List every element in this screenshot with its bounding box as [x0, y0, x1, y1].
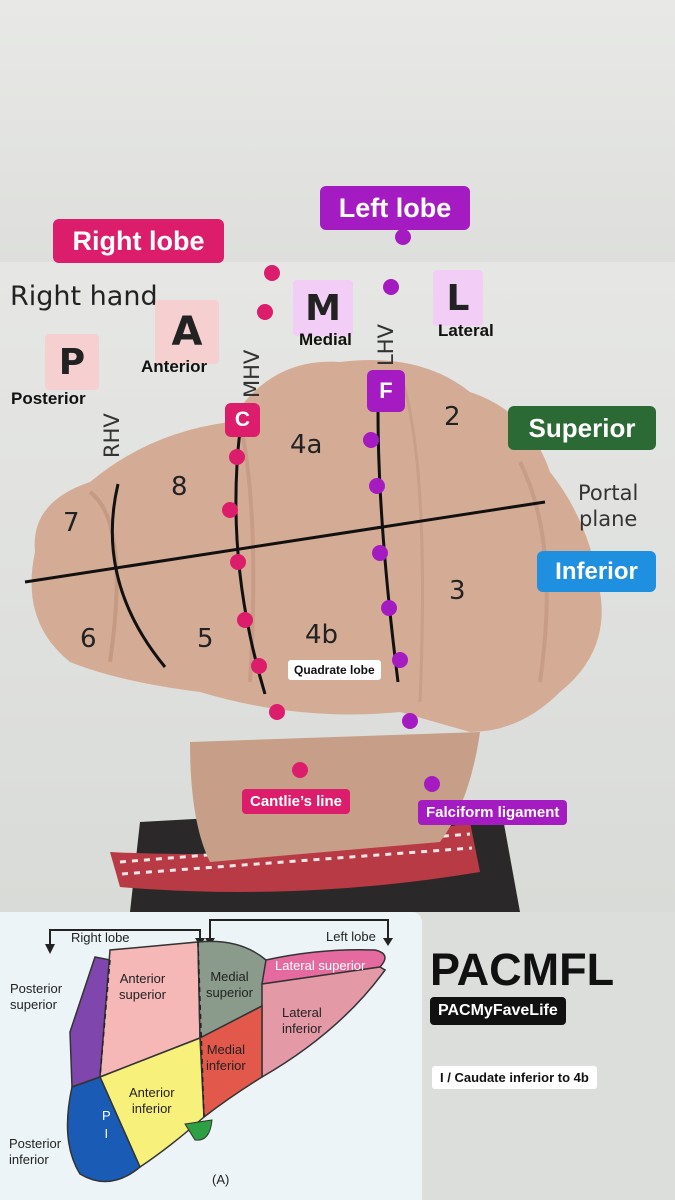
cantlie-c-marker: C: [225, 403, 260, 437]
diagram-left-lobe: Left lobe: [326, 929, 376, 944]
fist: [31, 360, 602, 732]
superior-label: Superior: [508, 406, 656, 450]
falciform-ligament-label: Falciform ligament: [418, 800, 568, 825]
diagram-anterior-inferior: Anterior inferior: [129, 1085, 175, 1116]
dash-line-1: [99, 959, 111, 1078]
dash-line-2: [197, 941, 205, 1118]
mnemonic-title: PACMFL: [430, 944, 615, 995]
diagram-medial-superior: Medial superior: [206, 969, 253, 1000]
lateral-caption: Lateral: [438, 321, 494, 340]
segment-4a: 4a: [290, 430, 323, 460]
lhv-label: LHV: [374, 324, 398, 366]
lateral-superior-region: [261, 948, 386, 985]
cantlies-line-label: Cantlie’s line: [242, 789, 350, 814]
diagram-figure-label: (A): [212, 1172, 230, 1187]
portal-plane-line2: plane: [579, 507, 638, 531]
segment-8: 8: [171, 472, 188, 502]
left-lobe-bracket: [209, 919, 389, 942]
posterior-letter-box: P: [45, 334, 99, 390]
portal-plane-label: Portal plane: [578, 480, 638, 532]
posterior-caption: Posterior: [11, 389, 86, 408]
left-lobe-label: Left lobe: [320, 186, 470, 230]
falciform-ligament-dots: [363, 279, 440, 792]
diagram-posterior-superior: Posterior superior: [10, 981, 63, 1012]
segment-5: 5: [197, 624, 214, 654]
cuff-check-2: [121, 846, 473, 876]
anterior-letter-box: A: [155, 300, 219, 364]
lateral-inferior-region: [261, 966, 387, 1079]
cantlies-line-dots: [222, 265, 308, 778]
medial-caption: Medial: [299, 330, 352, 349]
falciform-f-marker: F: [367, 370, 405, 412]
segment-7: 7: [63, 508, 80, 538]
diagram-lateral-superior: Lateral superior: [275, 958, 366, 973]
diagram-anterior-superior: Anterior superior: [119, 971, 166, 1002]
diagram-medial-inferior: Medial inferior: [206, 1042, 246, 1073]
caudate-note: I / Caudate inferior to 4b: [432, 1066, 597, 1089]
liver-diagram: [45, 919, 393, 1183]
posterior-inferior-region: [66, 1076, 141, 1183]
diagram-right-lobe: Right lobe: [71, 930, 130, 945]
lateral-letter-box: L: [433, 270, 483, 326]
rhv-line: [110, 483, 167, 668]
portal-plane-line1: Portal: [578, 481, 639, 505]
knuckle-shade-4: [398, 371, 424, 703]
mhv-label: MHV: [240, 349, 264, 398]
mnemonic-subtitle: PACMyFaveLife: [430, 997, 566, 1025]
right-hand-label: Right hand: [10, 281, 158, 312]
segment-3: 3: [449, 576, 466, 606]
inferior-label: Inferior: [537, 551, 656, 592]
medial-inferior-region: [199, 1004, 263, 1119]
diagram-lateral-inferior: Lateral inferior: [282, 1005, 322, 1036]
segment-6: 6: [80, 624, 97, 654]
caudate-region: [184, 1119, 213, 1141]
left-lobe-dot: [395, 229, 411, 245]
segment-2: 2: [444, 402, 461, 432]
right-lobe-bracket: [49, 929, 201, 950]
segment-4b: 4b: [305, 620, 339, 650]
quadrate-lobe-label: Quadrate lobe: [288, 660, 381, 680]
right-lobe-label: Right lobe: [53, 219, 224, 263]
diagram-pi: P I: [102, 1108, 111, 1141]
medial-letter-box: M: [293, 280, 353, 336]
knuckle-shade-1: [88, 490, 119, 663]
portal-plane-line: [24, 500, 546, 584]
rhv-label: RHV: [100, 413, 124, 458]
anterior-caption: Anterior: [141, 357, 208, 376]
diagram-posterior-inferior: Posterior inferior: [9, 1136, 62, 1167]
